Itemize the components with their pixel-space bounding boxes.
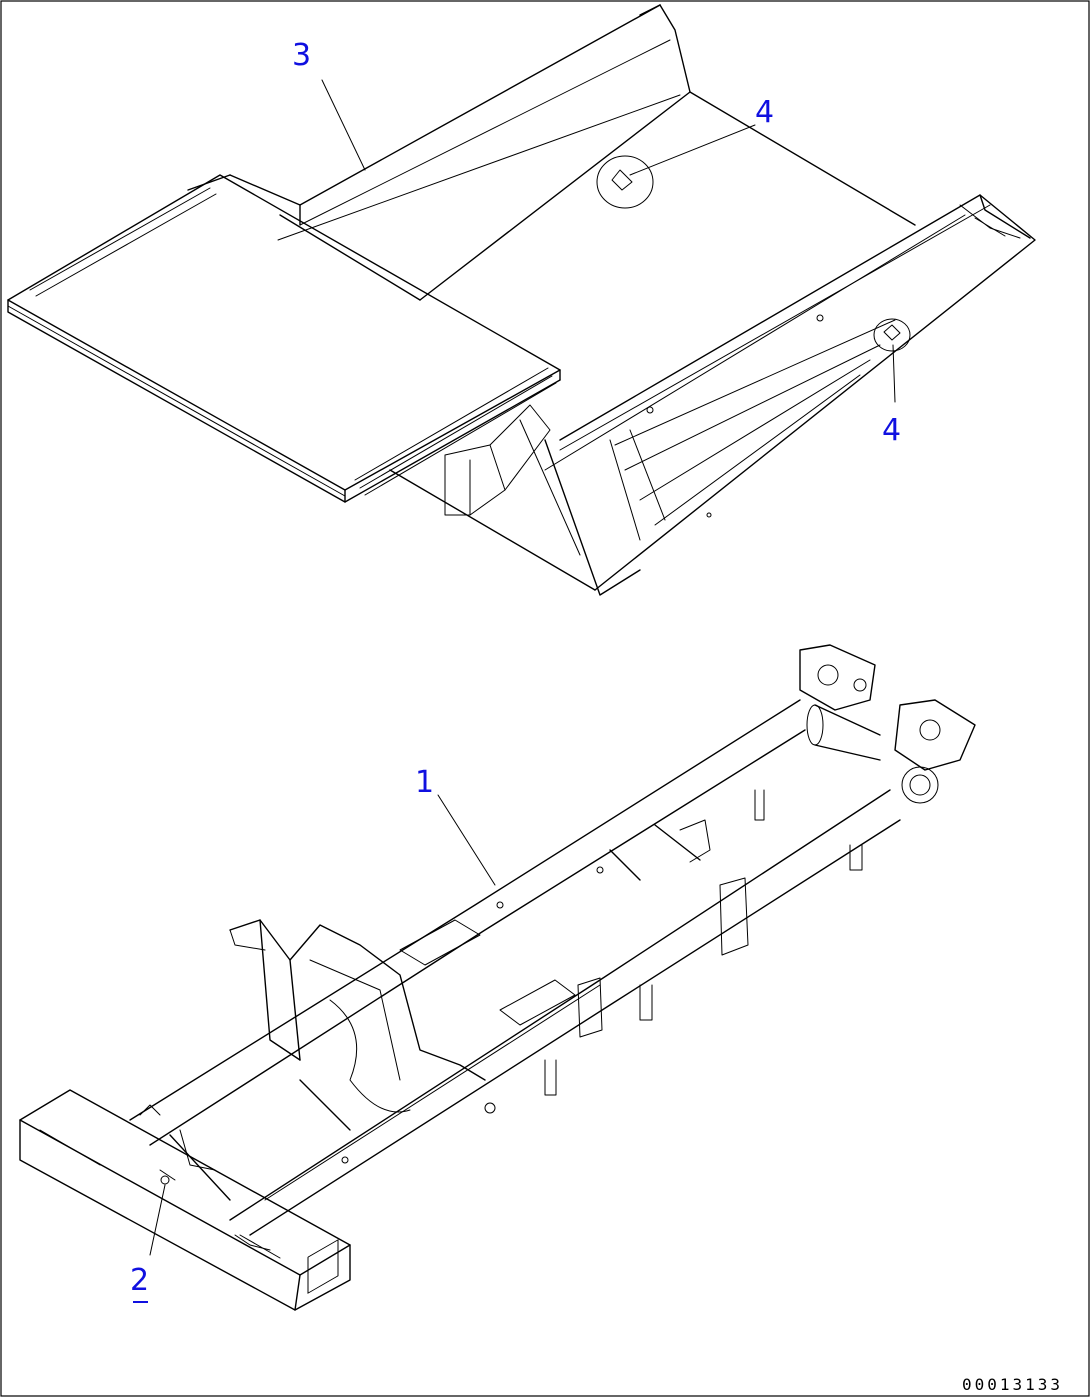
callout-1: 1 xyxy=(415,765,434,800)
callout-4-upper: 4 xyxy=(755,95,774,130)
callout-3: 3 xyxy=(292,38,311,73)
leader-4-right xyxy=(892,344,896,403)
cab-support-hoop xyxy=(229,919,486,1081)
leader-1 xyxy=(437,794,496,886)
rear-pivot-bracket-left xyxy=(799,644,876,711)
dump-body-drawing xyxy=(7,4,1036,596)
leader-2 xyxy=(149,1184,166,1256)
rear-pivot-bracket-right xyxy=(894,699,976,771)
callout-2: 2 xyxy=(130,1263,149,1298)
front-bumper-beam xyxy=(19,1089,351,1276)
leader-4-upper xyxy=(629,124,756,176)
leader-3 xyxy=(321,79,366,171)
callouts: 3 4 4 1 2 00013133 xyxy=(130,38,1063,1394)
body-pad-upper xyxy=(596,155,654,209)
frame-drawing xyxy=(19,644,976,1311)
body-hinge-bracket xyxy=(444,444,506,516)
frame-part-2 xyxy=(160,1175,170,1185)
canopy-plate xyxy=(7,174,561,491)
callout-4-right: 4 xyxy=(882,413,901,448)
body-pad-right xyxy=(873,318,911,352)
rear-side-plate xyxy=(719,877,749,956)
drawing-code: 00013133 xyxy=(962,1375,1063,1394)
